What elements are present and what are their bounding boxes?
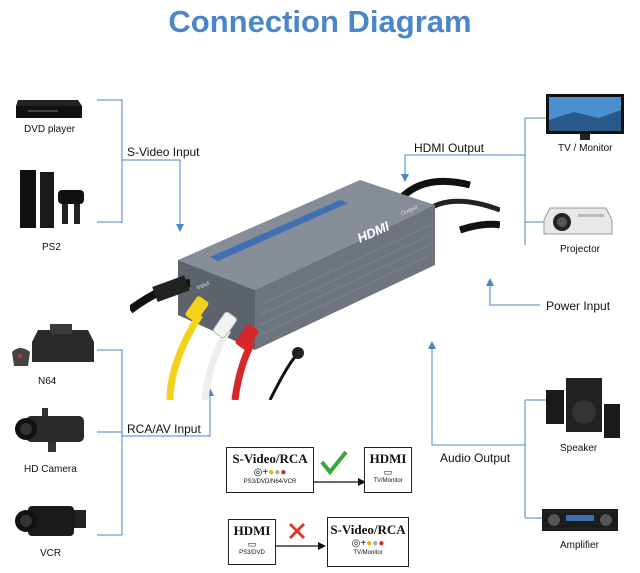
supported-target-sub: TV/Monitor <box>373 478 403 484</box>
hdmi-arrow <box>401 154 525 182</box>
audio-output-label: Audio Output <box>440 451 511 465</box>
supported-target-title: HDMI <box>369 451 407 466</box>
unsupported-target-title: S-Video/RCA <box>330 522 406 537</box>
audio-bracket <box>524 399 546 519</box>
supported-source-sub: PS3/DVD/N64/VCR <box>243 479 297 485</box>
ps2-icon <box>20 170 84 228</box>
unsupported-arrow <box>276 522 326 550</box>
svideo-arrow <box>122 159 184 232</box>
rca-arrow <box>122 388 214 437</box>
svideo-input-label: S-Video Input <box>127 145 200 159</box>
hdmi-port-icon: ▭ <box>383 467 393 477</box>
audio-arrow <box>428 341 525 446</box>
check-icon <box>320 450 348 476</box>
projector-label: Projector <box>560 244 601 255</box>
ps2-label: PS2 <box>42 242 61 253</box>
hd-camera-icon <box>15 408 84 452</box>
converter-box <box>130 177 500 400</box>
tv-monitor-label: TV / Monitor <box>558 143 613 154</box>
hd-camera-label: HD Camera <box>24 464 77 475</box>
projector-icon <box>543 207 613 235</box>
hdmi-bracket <box>524 117 546 245</box>
n64-label: N64 <box>38 376 57 387</box>
dvd-player-label: DVD player <box>24 124 76 135</box>
supported-source-title: S-Video/RCA <box>232 451 308 466</box>
power-input-label: Power Input <box>546 299 611 313</box>
supported-source-box: S-Video/RCA ◎+●●● PS3/DVD/N64/VCR <box>226 447 314 493</box>
unsupported-source-box: HDMI ▭ PS3/DVD <box>228 519 276 565</box>
rca-bracket <box>97 349 123 536</box>
dvd-player-icon <box>16 100 82 118</box>
vcr-icon <box>15 506 86 536</box>
speaker-icon <box>546 378 620 438</box>
svideo-rca-ports-icon: ◎+●●● <box>253 467 287 478</box>
tv-monitor-icon <box>546 94 624 140</box>
rca-input-label: RCA/AV Input <box>127 422 201 436</box>
speaker-label: Speaker <box>560 443 598 454</box>
svideo-rca-ports-icon-2: ◎+●●● <box>351 538 385 549</box>
unsupported-source-title: HDMI <box>233 523 271 538</box>
hdmi-output-label: HDMI Output <box>414 141 485 155</box>
supported-arrow <box>314 450 366 486</box>
amplifier-icon <box>542 509 618 531</box>
amplifier-label: Amplifier <box>560 540 599 551</box>
unsupported-target-sub: TV/Monitor <box>353 550 383 556</box>
n64-icon <box>12 324 94 366</box>
hdmi-port-icon-2: ▭ <box>247 539 257 549</box>
power-arrow <box>486 278 540 306</box>
vcr-label: VCR <box>40 548 62 559</box>
svideo-bracket <box>97 99 123 223</box>
unsupported-target-box: S-Video/RCA ◎+●●● TV/Monitor <box>327 517 409 567</box>
supported-target-box: HDMI ▭ TV/Monitor <box>364 447 412 493</box>
cross-icon <box>288 522 306 540</box>
diagram-title: Connection Diagram <box>168 4 472 39</box>
unsupported-source-sub: PS3/DVD <box>239 550 265 556</box>
